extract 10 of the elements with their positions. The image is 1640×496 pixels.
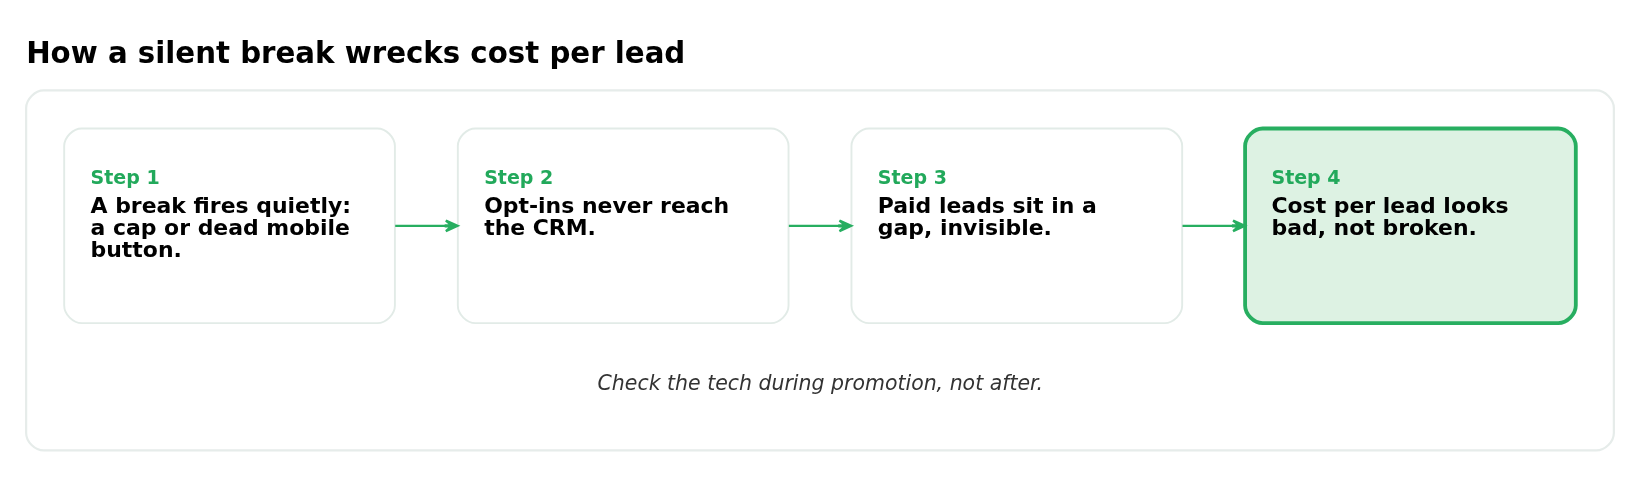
arrow	[395, 218, 459, 232]
arrow	[788, 218, 853, 232]
node-box: Step 3 Paid leads sit in a gap, invisible.	[850, 127, 1184, 324]
diagram-title: How a silent break wrecks cost per lead	[26, 35, 686, 70]
node-box: Step 4 Cost per lead looks bad, not broken.	[1243, 126, 1578, 325]
caption: Check the tech during promotion, not after.	[597, 370, 1044, 395]
arrow	[1182, 218, 1246, 232]
cluster	[25, 88, 1615, 452]
node-box: Step 1 A break fires quietly: a cap or dead mobile button.	[63, 127, 396, 324]
node-box: Step 2 Opt-ins never reach the CRM.	[456, 127, 790, 324]
